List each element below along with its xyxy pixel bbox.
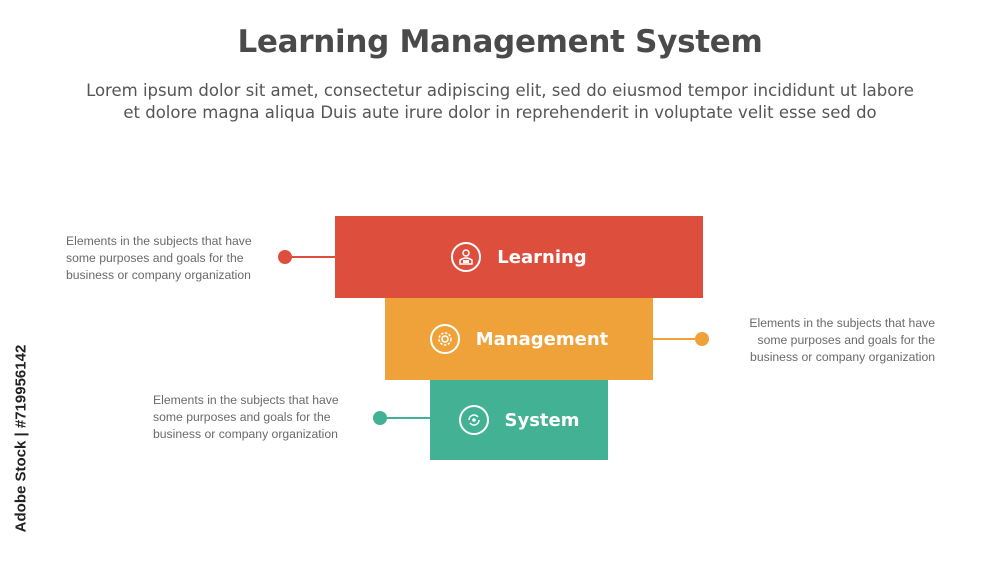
learning-bar: Learning xyxy=(335,216,703,298)
management-label: Management xyxy=(475,328,609,350)
management-bar: Management xyxy=(385,298,653,380)
system-connector-line xyxy=(385,417,430,419)
subtitle-line-2: et dolore magna aliqua Duis aute irure d… xyxy=(123,103,877,122)
subtitle-line-1: Lorem ipsum dolor sit amet, consectetur … xyxy=(86,81,914,100)
watermark: Adobe Stock | #719956142 xyxy=(6,330,36,550)
system-label: System xyxy=(504,409,580,431)
learning-description-line-3: business or company organization xyxy=(66,268,251,282)
learning-description-line-2: some purposes and goals for the xyxy=(66,251,244,265)
system-connector-dot xyxy=(373,411,387,425)
page-subtitle: Lorem ipsum dolor sit amet, consectetur … xyxy=(40,80,960,124)
learning-connector-line xyxy=(290,256,335,258)
page-title: Learning Management System xyxy=(237,24,763,60)
cycle-icon xyxy=(458,405,489,435)
learning-description-line-1: Elements in the subjects that have xyxy=(66,234,252,248)
system-description: Elements in the subjects that have some … xyxy=(153,392,363,443)
learning-description: Elements in the subjects that have some … xyxy=(66,233,276,284)
system-bar: System xyxy=(430,380,608,460)
reader-icon xyxy=(451,242,482,272)
learning-connector-dot xyxy=(278,250,292,264)
management-description-line-2: some purposes and goals for the xyxy=(757,333,935,347)
management-connector-dot xyxy=(695,332,709,346)
system-description-line-3: business or company organization xyxy=(153,427,338,441)
system-description-line-2: some purposes and goals for the xyxy=(153,410,331,424)
watermark-text: Adobe Stock | #719956142 xyxy=(12,344,30,533)
management-description: Elements in the subjects that have some … xyxy=(725,315,935,366)
system-description-line-1: Elements in the subjects that have xyxy=(153,393,339,407)
gear-icon xyxy=(429,324,460,354)
management-description-line-3: business or company organization xyxy=(750,350,935,364)
learning-label: Learning xyxy=(497,246,587,268)
management-description-line-1: Elements in the subjects that have xyxy=(749,316,935,330)
management-connector-line xyxy=(653,338,701,340)
